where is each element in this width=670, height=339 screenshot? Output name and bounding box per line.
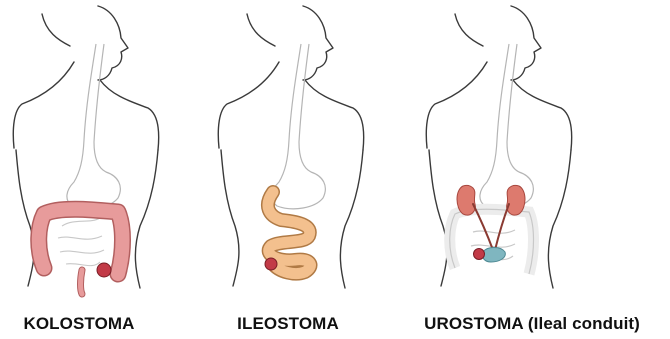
stoma-marker: [474, 249, 485, 260]
left-shoulder: [13, 62, 74, 148]
right-flank: [135, 150, 158, 288]
small-intestine-coils: [58, 218, 104, 266]
left-shoulder: [426, 62, 487, 148]
colon-faint-outline: [450, 209, 534, 274]
left-kidney: [457, 185, 475, 215]
small-intestine: [58, 218, 104, 266]
caption-kolostoma: KOLOSTOMA: [8, 314, 150, 334]
left-flank: [429, 150, 447, 286]
face-profile: [511, 6, 541, 80]
rectum: [81, 270, 83, 294]
right-flank: [340, 150, 363, 288]
head-back-line: [455, 14, 483, 46]
face-profile: [98, 6, 128, 80]
colon-faint: [450, 209, 534, 274]
urostoma-illustration: [415, 0, 670, 310]
head-back-line: [247, 14, 275, 46]
left-flank: [16, 150, 34, 286]
panel-urostoma: [415, 0, 670, 339]
kolostoma-illustration: [0, 0, 215, 310]
stoma-marker: [265, 258, 277, 270]
left-flank: [221, 150, 239, 286]
stoma-marker: [97, 263, 111, 277]
caption-urostoma: UROSTOMA (Ileal conduit): [398, 314, 666, 334]
right-shoulder: [513, 80, 572, 150]
panel-kolostoma: [0, 0, 215, 339]
head-back-line: [42, 14, 70, 46]
colon-group: [39, 209, 123, 294]
ileostoma-illustration: [215, 0, 415, 310]
right-shoulder: [305, 80, 364, 150]
caption-ileostoma: ILEOSTOMA: [218, 314, 358, 334]
right-shoulder: [100, 80, 159, 150]
intestines-faint: [450, 209, 534, 274]
face-profile: [303, 6, 333, 80]
right-kidney: [507, 185, 525, 215]
right-flank: [548, 150, 571, 288]
left-shoulder: [218, 62, 279, 148]
panel-ileostoma: [215, 0, 415, 339]
